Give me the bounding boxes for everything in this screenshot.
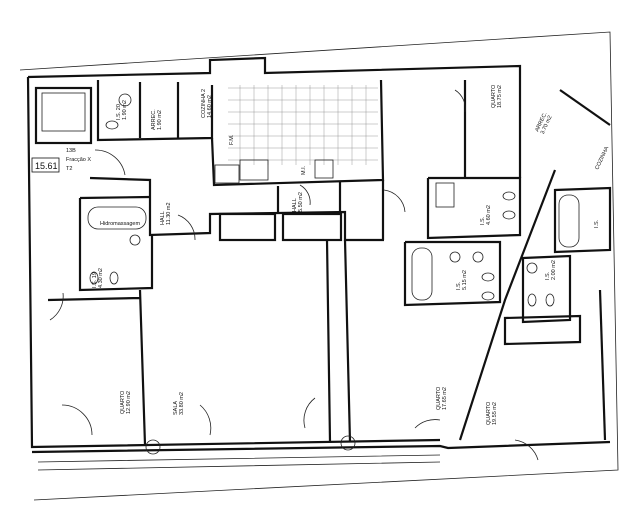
shower-icon	[435, 182, 455, 208]
room-name: QUARTO	[486, 401, 492, 425]
area-tag-box	[31, 157, 60, 173]
walls	[26, 56, 612, 471]
kitchen-label: F.M.	[229, 134, 235, 145]
room-area: 5.15 m2	[462, 270, 468, 290]
room-name: HALL	[160, 211, 166, 225]
doors	[49, 89, 539, 461]
room-name: I.S.	[480, 216, 486, 225]
room-name: I.S.	[545, 271, 551, 280]
fraction-label: Fracção X	[66, 157, 91, 163]
sink-icon	[118, 93, 132, 107]
room-name: COZINHA	[594, 146, 610, 171]
bidet-icon	[545, 293, 555, 307]
toilet-icon	[109, 271, 119, 285]
room-area: 4.60 m2	[486, 205, 492, 225]
room-area: 12.90 m2	[126, 391, 132, 414]
kitchen-tiles	[214, 85, 378, 184]
sink-icon	[449, 251, 461, 263]
room-area: 19.55 m2	[492, 402, 498, 425]
toilet-icon	[502, 210, 516, 220]
bathtub-icon	[558, 194, 580, 248]
bidet-icon	[502, 191, 516, 201]
room-name: QUARTO	[120, 390, 126, 414]
fixture-label: Hidromassagem	[100, 221, 140, 227]
room-area: 4.30 m2	[98, 268, 104, 288]
room-name: QUARTO	[491, 84, 497, 108]
kitchen-label: M.I.	[301, 165, 307, 175]
sink-icon	[472, 251, 484, 263]
room-area: 1.90 m2	[122, 100, 128, 120]
room-name: I.S. 20	[116, 104, 122, 120]
room-name: ARREC.	[151, 109, 157, 130]
bathtub-icon	[87, 206, 147, 230]
room-name: HALL	[292, 198, 298, 212]
toilet-icon	[481, 291, 495, 301]
room-area: 2.00 m2	[551, 260, 557, 280]
toilet-icon	[527, 293, 537, 307]
column-icon	[145, 439, 161, 455]
room-name: COZINHA 2	[201, 89, 207, 118]
room-area: 11.30 m2	[166, 202, 172, 225]
sink-icon	[526, 262, 538, 274]
sink-icon	[129, 234, 141, 246]
area-tag: 15.61	[35, 161, 58, 171]
room-area: 14.60 m2	[207, 95, 213, 118]
room-name: QUARTO	[436, 386, 442, 410]
fixtures	[87, 93, 580, 455]
room-area: 1.90 m2	[157, 110, 163, 130]
toilet-icon	[105, 120, 119, 130]
room-area: 33.80 m2	[179, 392, 185, 415]
bathtub-icon	[411, 247, 433, 301]
room-name: I.S.	[456, 281, 462, 290]
toilet-icon	[89, 271, 99, 285]
room-area: 17.65 m2	[442, 387, 448, 410]
type-label: T2	[66, 166, 72, 172]
sheet-edge	[19, 31, 619, 501]
room-name: SALA	[173, 401, 179, 415]
room-area: 18.75 m2	[497, 85, 503, 108]
bidet-icon	[481, 272, 495, 282]
column-icon	[340, 435, 356, 451]
room-area: 5.50 m2	[298, 192, 304, 212]
room-name: I.S. 19	[92, 272, 98, 288]
room-name: I.S.	[594, 219, 600, 228]
block-label: 13B	[66, 148, 76, 154]
